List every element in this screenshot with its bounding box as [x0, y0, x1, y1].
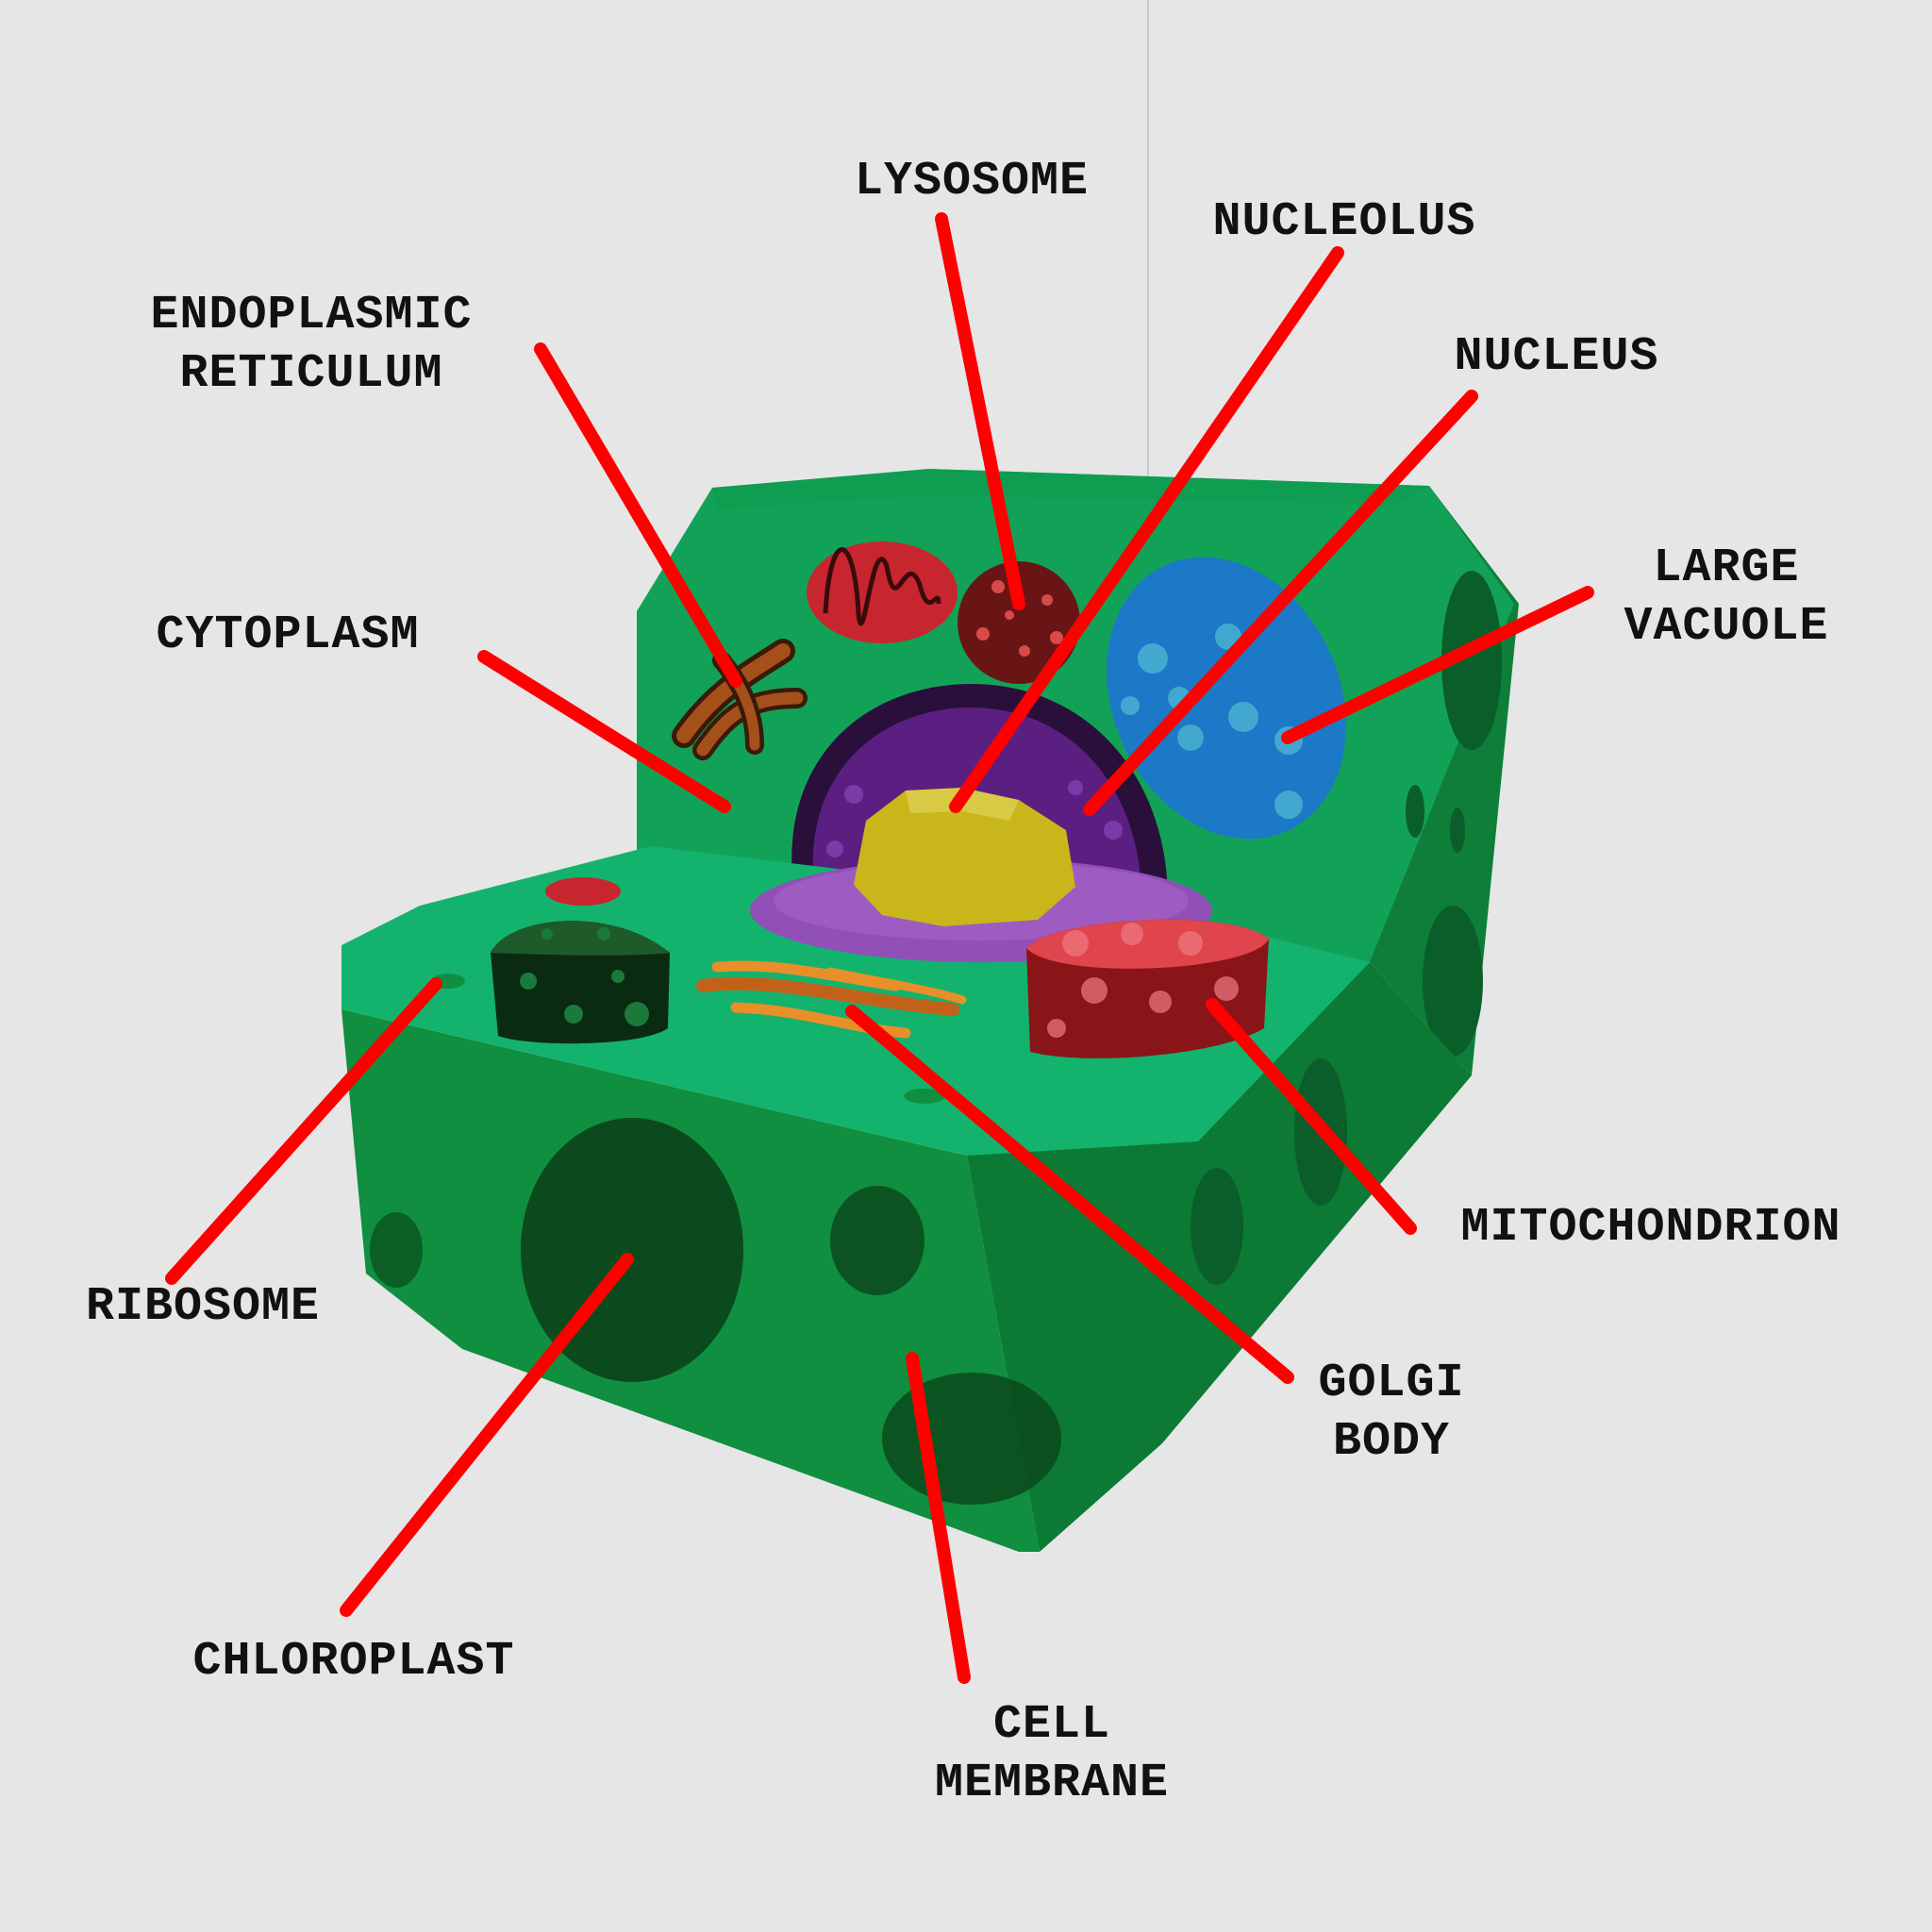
golgi-body [696, 960, 967, 1039]
leader-membrane [906, 1352, 971, 1684]
label-endoplasmic-reticulum: ENDOPLASMIC RETICULUM [150, 289, 473, 401]
membrane-spot [830, 1186, 924, 1295]
label-cell-membrane: CELL MEMBRANE [934, 1698, 1170, 1810]
leader-chloroplast [340, 1253, 634, 1617]
leader-vacuole [1281, 586, 1594, 744]
label-chloroplast: CHLOROPLAST [192, 1635, 515, 1689]
large-vacuole [1107, 557, 1346, 840]
lysosome [958, 561, 1080, 684]
leader-lines [165, 212, 1594, 1684]
membrane-spot [1406, 785, 1424, 838]
label-lysosome: LYSOSOME [854, 155, 1090, 208]
membrane-spot [370, 1212, 423, 1288]
ribosome-spot [904, 1089, 945, 1104]
leader-cytoplasm [477, 650, 731, 813]
leader-golgi [845, 1005, 1294, 1384]
nucleolus [854, 788, 1075, 926]
label-large-vacuole: LARGE VACUOLE [1624, 541, 1829, 654]
leader-nucleus [1083, 390, 1478, 816]
mitochondrion-cristae [823, 547, 941, 626]
membrane-spot [1441, 571, 1502, 750]
label-nucleus: NUCLEUS [1454, 330, 1659, 384]
leader-lysosome [935, 212, 1025, 610]
leader-er [534, 342, 742, 688]
mitochondrion-back [807, 541, 958, 643]
chloroplast [491, 921, 670, 1044]
back-block-top [712, 469, 1429, 509]
mitochondrion [1026, 919, 1269, 1058]
leader-mitochondrion [1206, 998, 1417, 1235]
leader-nucleolus [949, 246, 1344, 813]
label-ribosome: RIBOSOME [85, 1280, 321, 1334]
membrane-spot [1423, 906, 1483, 1057]
label-nucleolus: NUCLEOLUS [1212, 195, 1476, 249]
label-golgi-body: GOLGI BODY [1318, 1357, 1465, 1469]
lysosome-dots [976, 580, 1063, 657]
membrane-spot [882, 1373, 1061, 1505]
membrane-spot [1450, 808, 1465, 853]
label-mitochondrion: MITOCHONDRION [1460, 1201, 1841, 1255]
leader-ribosome [165, 977, 442, 1285]
membrane-spot [1191, 1168, 1243, 1285]
ribosome-spot [545, 877, 621, 906]
label-cytoplasm: CYTOPLASM [156, 608, 420, 662]
